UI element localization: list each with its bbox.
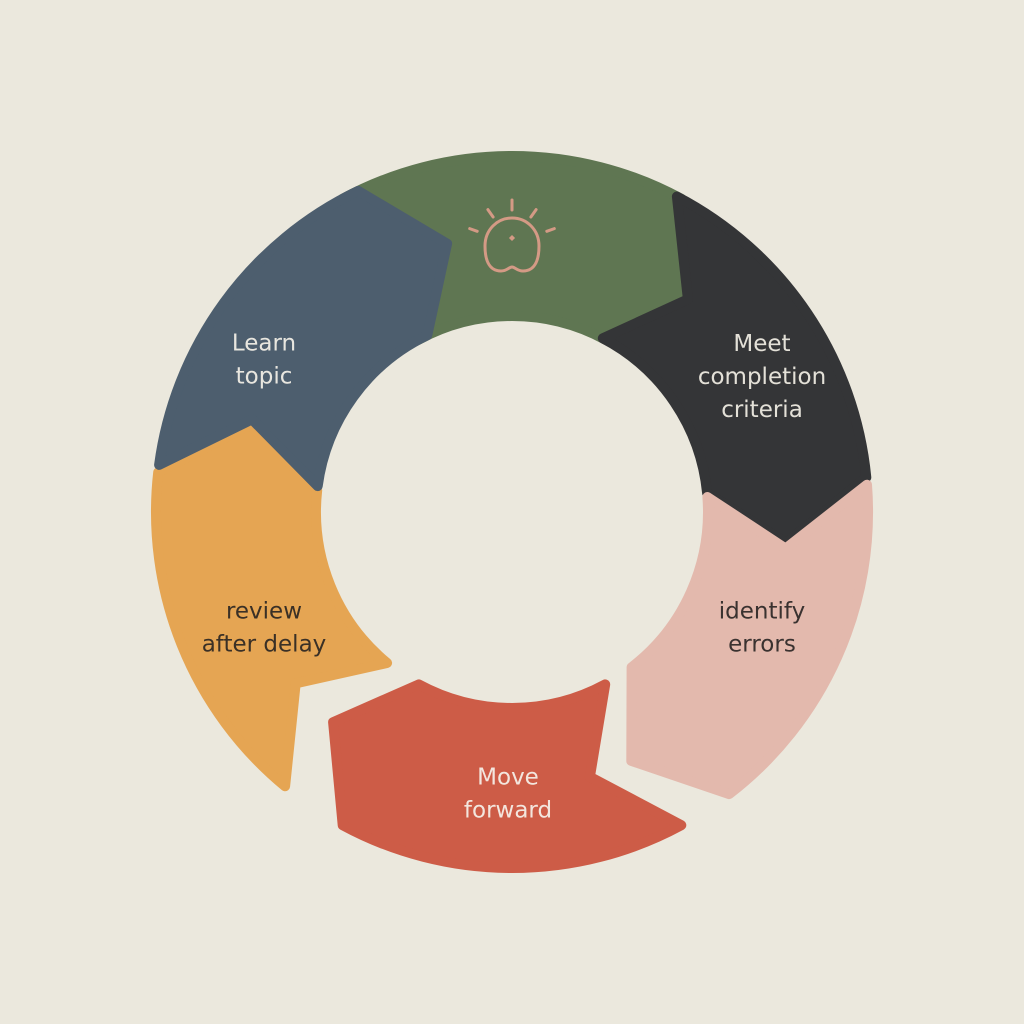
segment-label-move-forward: forward [464, 798, 552, 824]
segment-label-review-after-delay: after delay [202, 632, 327, 658]
cycle-segments [151, 151, 874, 873]
segment-label-identify-errors: identify [719, 599, 805, 625]
segment-label-meet-completion-criteria: completion [698, 364, 826, 390]
segment-review-after-delay [151, 419, 393, 792]
icon-layer [468, 198, 556, 273]
segment-label-move-forward: Move [477, 765, 539, 791]
lightbulb-icon [468, 198, 556, 273]
segment-label-learn-topic: Learn [232, 331, 296, 357]
segment-label-review-after-delay: review [226, 599, 302, 625]
segment-meet-completion-criteria [597, 191, 872, 548]
cycle-labels: Meet completion criteria identify errorsMove… [202, 331, 826, 824]
segment-move-forward [328, 679, 687, 873]
segment-label-meet-completion-criteria: criteria [721, 397, 803, 423]
segment-identify-errors [626, 479, 874, 800]
segment-learn-topic [154, 185, 453, 492]
segment-label-identify-errors: errors [728, 632, 796, 658]
segment-label-learn-topic: topic [236, 364, 293, 390]
segment-label-meet-completion-criteria: Meet [733, 331, 790, 357]
